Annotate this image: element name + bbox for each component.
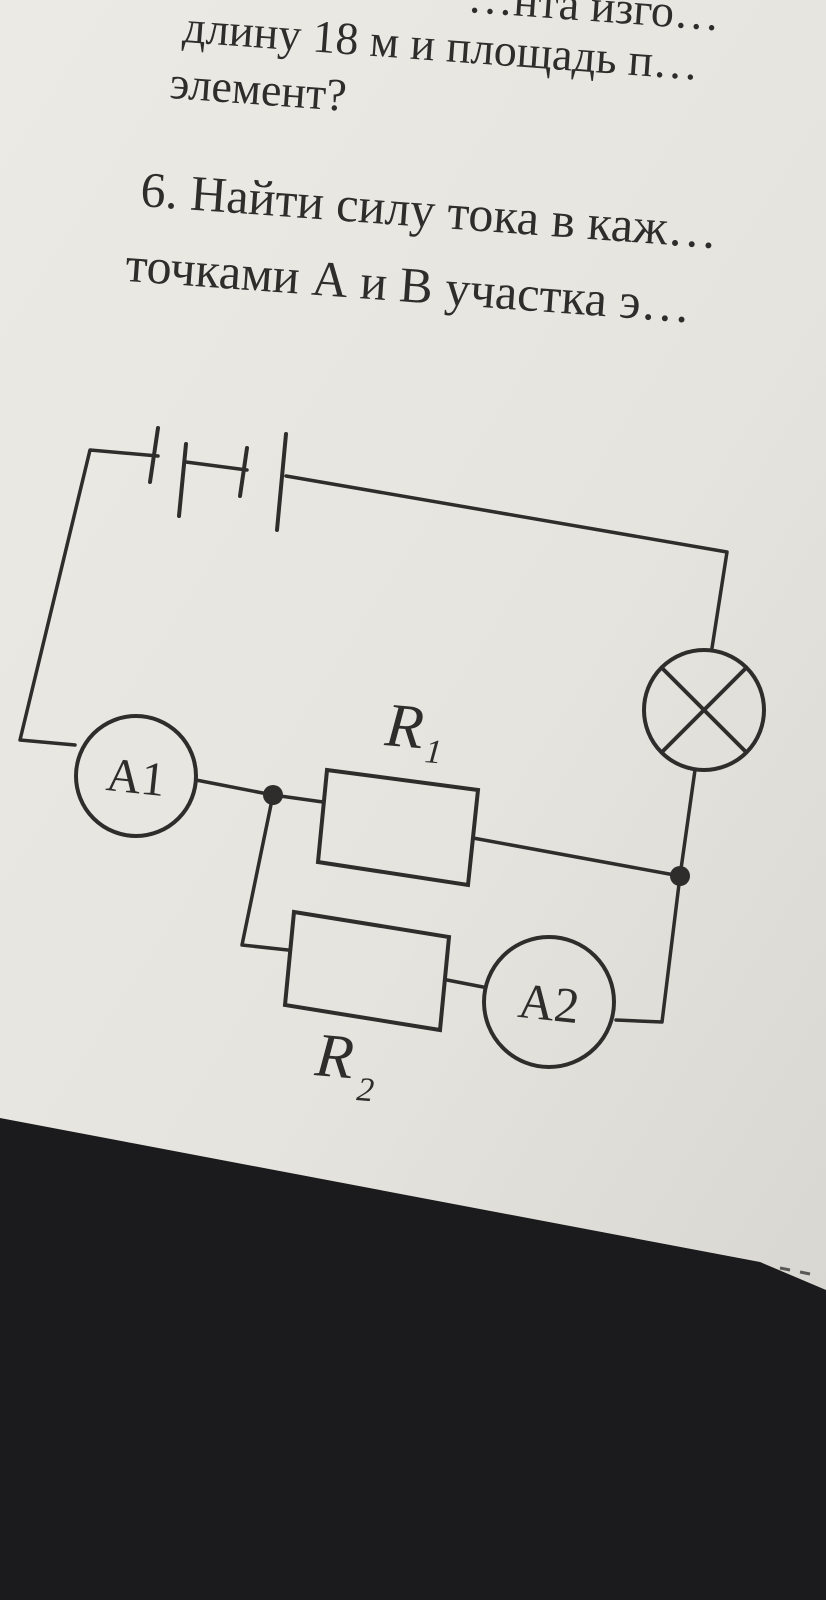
wire-r1-to-node <box>471 836 682 878</box>
resistor-r1-label: R <box>382 691 427 762</box>
ammeter-a2 <box>482 935 616 1069</box>
wire-battery-middle <box>184 460 249 472</box>
wire-top-right <box>284 474 729 650</box>
junction-node-right <box>670 866 690 886</box>
lamp-cross-icon <box>642 648 766 772</box>
paper-sheet <box>0 0 826 1290</box>
resistor-r2-subscript: 2 <box>355 1071 375 1109</box>
wire-lamp-to-node <box>678 768 697 878</box>
wire-a1-to-node <box>194 778 275 797</box>
ammeter-a2-label: A2 <box>516 972 583 1034</box>
resistor-r1-subscript: 1 <box>423 733 443 771</box>
resistor-r2-label: R <box>312 1021 357 1092</box>
wire-r2-to-a2 <box>445 978 485 989</box>
wire-left-outer <box>18 448 160 747</box>
wire-a2-to-node <box>614 874 682 1024</box>
resistor-r1 <box>315 767 481 888</box>
ammeter-a1-label: A1 <box>104 748 168 807</box>
wire-node-to-r2 <box>240 793 290 952</box>
junction-node-left <box>263 785 283 805</box>
resistor-r2 <box>282 909 452 1033</box>
ammeter-a1 <box>74 714 198 838</box>
battery-icon <box>148 426 288 532</box>
